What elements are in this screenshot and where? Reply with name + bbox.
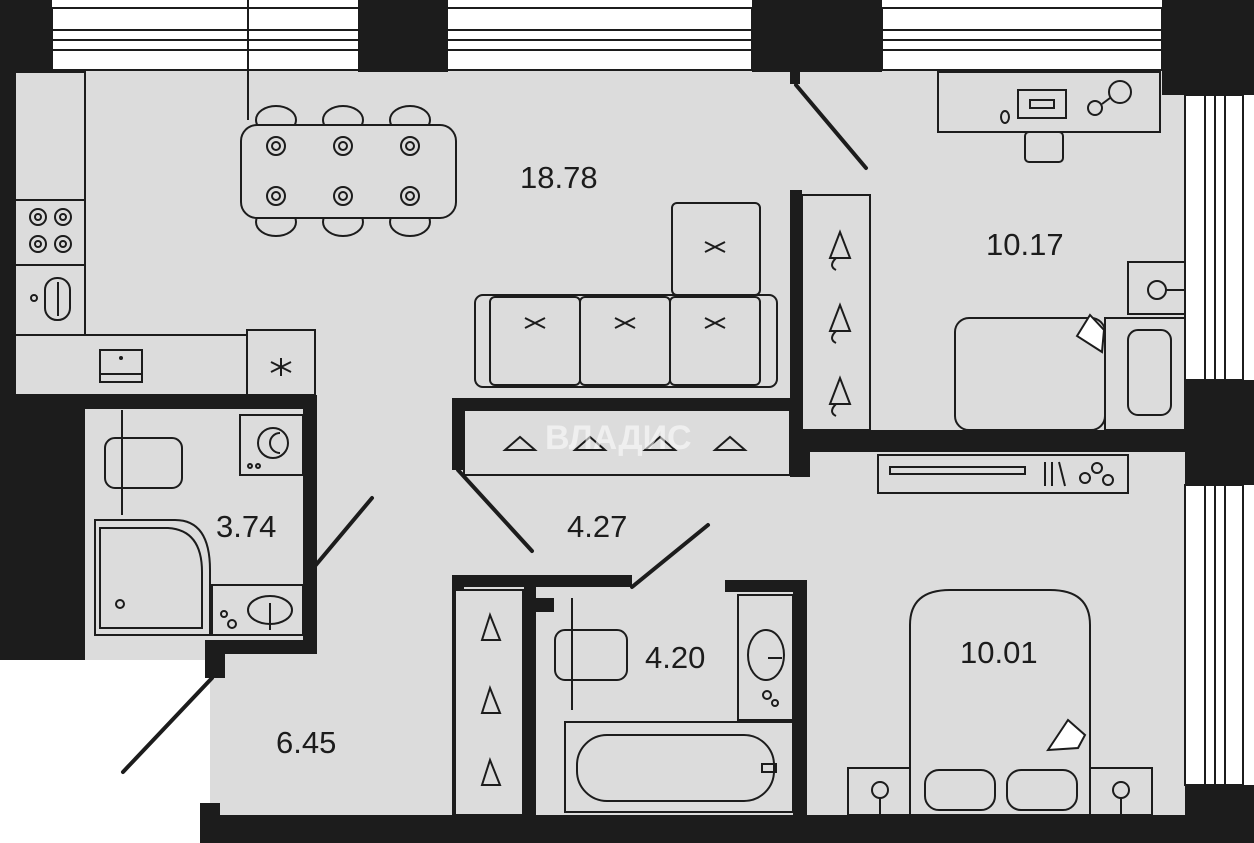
windows (51, 0, 1244, 786)
dining-table (240, 105, 457, 237)
room-area-bedroom-top: 10.17 (986, 227, 1064, 262)
bed-bottom (847, 589, 1153, 816)
bed-top (954, 261, 1186, 431)
kitchen-sink-icon (30, 277, 71, 321)
room-area-bathroom-left: 3.74 (216, 509, 276, 544)
room-area-bedroom-bottom: 10.01 (960, 635, 1038, 670)
bathroom-left-fixtures (94, 410, 304, 636)
bathroom-center-fixtures (554, 594, 794, 813)
tv-shelf (877, 454, 1129, 494)
kitchen-counter (14, 71, 316, 396)
watermark: ВЛАДИС (545, 419, 692, 457)
door-corridor (456, 468, 534, 553)
fridge-icon (270, 358, 292, 376)
room-area-hall: 6.45 (276, 725, 336, 760)
wardrobe-horizontal (463, 409, 791, 476)
wardrobe-vertical (801, 194, 871, 431)
sofa (474, 202, 778, 388)
room-area-living-kitchen: 18.78 (520, 160, 598, 195)
stove-icon (29, 208, 72, 253)
desk (937, 71, 1161, 163)
door-bathroom-left (308, 496, 374, 574)
door-bathroom-center (630, 523, 710, 589)
oven-icon (99, 349, 143, 383)
door-entrance (121, 676, 214, 774)
doors (121, 83, 868, 774)
room-area-bathroom-center: 4.20 (645, 640, 705, 675)
door-bedroom-top (794, 83, 868, 170)
wardrobe-hall (454, 589, 524, 816)
room-area-corridor: 4.27 (567, 509, 627, 544)
